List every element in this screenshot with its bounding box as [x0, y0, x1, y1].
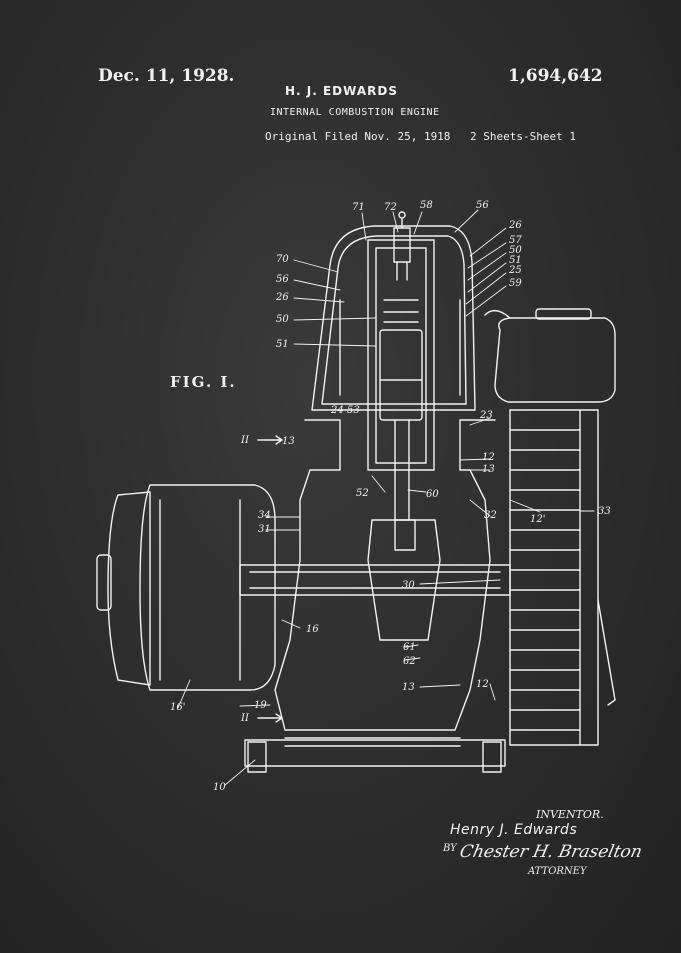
- magneto-housing: [96, 484, 276, 691]
- attorney-label: ATTORNEY: [528, 866, 587, 877]
- ref-25: 25: [508, 265, 522, 276]
- ref-70: 70: [276, 254, 289, 265]
- reference-numerals: 71 72 58 56 26 57 50 51 25 59 70 56 26 5…: [170, 200, 611, 793]
- patent-date: Dec. 11, 1928.: [98, 66, 235, 86]
- ref-12-upper: 12: [482, 452, 495, 463]
- ref-51-left: 51: [276, 339, 289, 350]
- ref-16: 16: [306, 624, 319, 635]
- finned-flywheel: [509, 409, 616, 746]
- ref-16-prime: 16': [170, 702, 185, 713]
- ref-56-top: 56: [476, 200, 489, 211]
- ref-57: 57: [509, 235, 522, 246]
- filed-date: Original Filed Nov. 25, 1918: [265, 130, 451, 143]
- ref-50-right: 50: [509, 245, 522, 256]
- ref-60: 60: [426, 489, 439, 500]
- fuel-tank: [484, 308, 616, 403]
- ref-53: 53: [347, 405, 360, 416]
- ref-34: 34: [258, 510, 271, 521]
- ref-33: 33: [598, 506, 611, 517]
- cylinder-piston: [367, 239, 435, 521]
- ref-56-left: 56: [276, 274, 289, 285]
- ref-50-left: 50: [276, 314, 289, 325]
- patent-title: INTERNAL COMBUSTION ENGINE: [270, 107, 440, 118]
- ref-13-upper: 13: [482, 464, 495, 475]
- ref-51-right: 51: [509, 255, 522, 266]
- crankshaft: [239, 564, 511, 596]
- section-mark-bottom: II: [240, 713, 250, 724]
- ref-52: 52: [356, 488, 369, 499]
- ref-12-prime: 12': [530, 514, 545, 525]
- engine-base: [244, 739, 506, 773]
- crankcase: [274, 419, 496, 747]
- attorney-signature: Chester H. Braselton: [457, 842, 644, 862]
- ref-31: 31: [258, 524, 271, 535]
- ref-23: 23: [479, 410, 493, 421]
- ref-32: 32: [484, 510, 497, 521]
- leader-lines: [177, 209, 595, 786]
- ref-24: 24: [330, 405, 344, 416]
- ref-26-left: 26: [275, 292, 289, 303]
- inventor-header: H. J. EDWARDS: [285, 84, 398, 98]
- ref-12-lower: 12: [476, 679, 489, 690]
- sheet-number: 2 Sheets-Sheet 1: [470, 130, 576, 143]
- ref-10: 10: [213, 782, 226, 793]
- section-mark-top: II: [240, 435, 250, 446]
- ref-30: 30: [402, 580, 415, 591]
- by-label: BY: [443, 843, 457, 854]
- patent-number: 1,694,642: [508, 66, 603, 86]
- section-marks: [257, 435, 283, 723]
- ref-13-lower: 13: [402, 682, 415, 693]
- ref-61: 61: [403, 642, 416, 653]
- ref-58: 58: [420, 200, 433, 211]
- ref-19: 19: [254, 700, 267, 711]
- cylinder-cowl: [311, 225, 476, 411]
- ref-59: 59: [509, 278, 522, 289]
- inventor-signature: Henry J. Edwards: [450, 822, 578, 838]
- ref-72: 72: [384, 202, 397, 213]
- inventor-label: INVENTOR.: [536, 808, 604, 821]
- ref-62: 62: [403, 656, 416, 667]
- ref-26-right: 26: [508, 220, 522, 231]
- spark-plug: [393, 211, 411, 281]
- ref-71: 71: [352, 202, 365, 213]
- figure-label: FIG. I.: [170, 373, 237, 391]
- ref-13-left: 13: [282, 436, 295, 447]
